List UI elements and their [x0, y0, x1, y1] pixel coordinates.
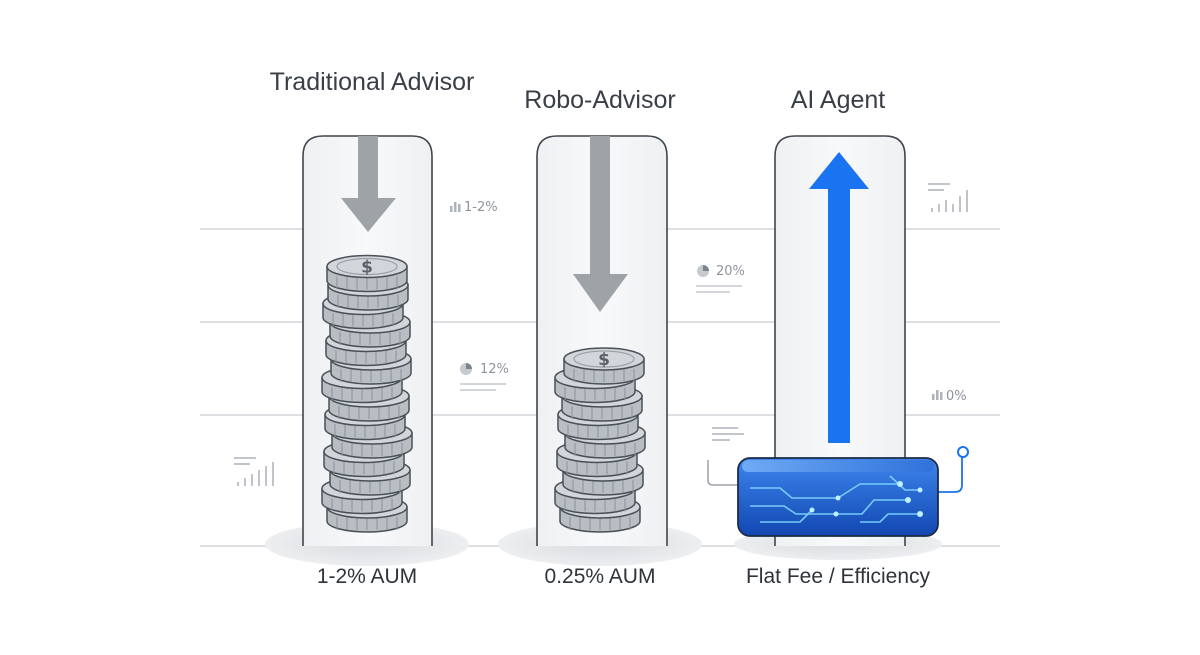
bar-chart-icon	[234, 457, 274, 486]
annotation-0-percent: 0%	[946, 389, 967, 404]
column-title-ai: AI Agent	[790, 86, 886, 114]
fee-label-ai: Flat Fee / Efficiency	[745, 565, 931, 588]
annotation-20-percent: 20%	[716, 264, 745, 279]
pie-chart-icon	[696, 265, 742, 293]
down-arrow-icon	[573, 136, 628, 312]
annotation-12-percent: 12%	[480, 362, 509, 377]
column-title-robo: Robo-Advisor	[524, 86, 676, 114]
coin-stack-robo: $	[554, 347, 646, 533]
column-title-traditional: Traditional Advisor	[269, 68, 475, 96]
annotation-1-2-percent: 1-2%	[464, 200, 498, 215]
dollar-coin-icon: $	[361, 258, 373, 278]
bar-chart-icon	[928, 183, 968, 212]
coin: $	[563, 347, 645, 385]
bar-chart-icon	[450, 202, 461, 212]
text-lines-icon	[712, 427, 744, 441]
pie-chart-icon	[460, 363, 506, 391]
coin: $	[326, 254, 408, 293]
dollar-coin-icon: $	[598, 350, 610, 370]
up-arrow-icon	[809, 152, 869, 443]
bar-chart-icon	[932, 390, 943, 400]
circuit-chip-icon	[707, 446, 969, 537]
fee-label-robo: 0.25% AUM	[544, 565, 656, 588]
coin-stack-traditional: $	[321, 254, 413, 533]
down-arrow-icon	[341, 136, 396, 232]
fee-label-traditional: 1-2% AUM	[316, 565, 418, 588]
